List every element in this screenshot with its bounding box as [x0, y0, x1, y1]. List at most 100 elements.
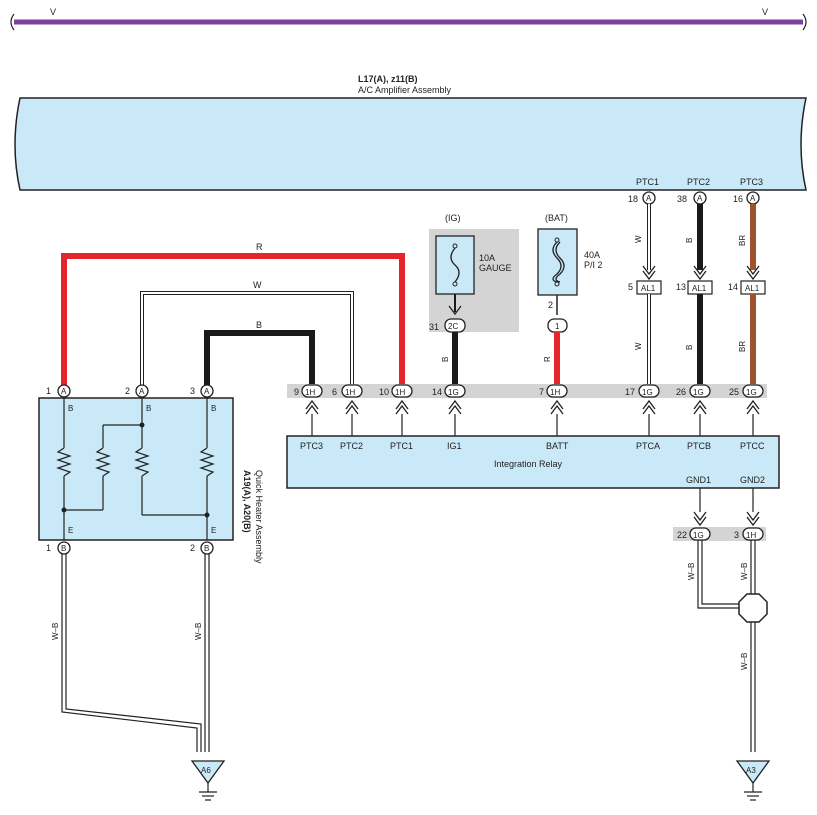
- svg-text:14: 14: [728, 282, 738, 292]
- svg-text:6: 6: [332, 387, 337, 397]
- svg-text:B: B: [211, 404, 216, 413]
- svg-text:PTC3: PTC3: [740, 177, 763, 187]
- svg-text:A: A: [204, 387, 210, 396]
- svg-text:GAUGE: GAUGE: [479, 263, 512, 273]
- svg-text:25: 25: [729, 387, 739, 397]
- integration-relay: Integration Relay: [286, 435, 780, 489]
- svg-text:10A: 10A: [479, 253, 495, 263]
- amp-wire-w-lower: W: [634, 294, 651, 386]
- svg-text:PTCC: PTCC: [740, 441, 765, 451]
- heater-pin-2b: 2 B: [190, 541, 214, 555]
- top-bar-left-label: V: [50, 7, 56, 17]
- svg-text:26: 26: [676, 387, 686, 397]
- heater-pin-1b: 1 B: [46, 541, 71, 555]
- svg-text:E: E: [68, 526, 73, 535]
- svg-text:A: A: [750, 194, 756, 203]
- svg-text:B: B: [685, 238, 694, 243]
- svg-text:31: 31: [429, 322, 439, 332]
- svg-text:1G: 1G: [448, 388, 459, 397]
- svg-text:5: 5: [628, 282, 633, 292]
- wire-ig-b: B: [441, 332, 458, 386]
- wire-bat-r: R: [543, 332, 560, 386]
- svg-text:IG1: IG1: [447, 441, 462, 451]
- relay-pin-gnd2: GND2 3 1H: [734, 475, 765, 541]
- svg-text:A3: A3: [746, 766, 756, 775]
- ground-a3: A3: [735, 760, 771, 801]
- svg-text:1G: 1G: [642, 388, 653, 397]
- svg-text:1H: 1H: [746, 531, 756, 540]
- relay-name: Integration Relay: [494, 459, 563, 469]
- heater-pin-2a: 2 A: [125, 384, 149, 398]
- svg-text:1: 1: [46, 386, 51, 396]
- svg-text:40A: 40A: [584, 250, 600, 260]
- svg-text:A: A: [139, 387, 145, 396]
- al1-connector-1: 5 AL1: [628, 265, 662, 295]
- svg-text:BATT: BATT: [546, 441, 569, 451]
- relay-pin-ptcb: 26 1G PTCB: [676, 384, 711, 451]
- svg-text:PTC1: PTC1: [390, 441, 413, 451]
- relay-pin-gnd1: GND1 22 1G: [677, 475, 711, 541]
- svg-text:2: 2: [190, 543, 195, 553]
- svg-text:BR: BR: [738, 235, 747, 246]
- svg-text:A: A: [646, 194, 652, 203]
- svg-text:A6: A6: [201, 766, 211, 775]
- svg-text:B: B: [68, 404, 73, 413]
- svg-text:PTC3: PTC3: [300, 441, 323, 451]
- svg-text:B: B: [146, 404, 151, 413]
- al1-connector-3: 14 AL1: [728, 265, 766, 295]
- svg-text:W: W: [634, 235, 643, 243]
- heater-ground-wires: [61, 554, 210, 752]
- top-power-bar: V V: [10, 7, 807, 31]
- amp-wire-br-upper: BR: [738, 204, 756, 270]
- relay-pin-ig1: 14 1G IG1: [432, 384, 466, 451]
- svg-text:10: 10: [379, 387, 389, 397]
- svg-text:14: 14: [432, 387, 442, 397]
- relay-pin-ptca: 17 1G PTCA: [625, 384, 660, 451]
- loop-wire-b: B: [204, 320, 315, 386]
- svg-text:1: 1: [555, 322, 560, 331]
- amplifier-code: L17(A), z11(B): [358, 74, 418, 84]
- svg-text:16: 16: [733, 194, 743, 204]
- svg-text:BR: BR: [738, 341, 747, 352]
- svg-text:PTCA: PTCA: [636, 441, 660, 451]
- svg-text:B: B: [204, 544, 209, 553]
- top-bar-right-label: V: [762, 7, 768, 17]
- svg-text:PTC2: PTC2: [340, 441, 363, 451]
- svg-text:PTCB: PTCB: [687, 441, 711, 451]
- ground-wire-label-1: W–B: [51, 623, 60, 640]
- al1-connector-2: 13 AL1: [676, 265, 713, 295]
- svg-text:9: 9: [294, 387, 299, 397]
- svg-text:1G: 1G: [693, 531, 704, 540]
- fuse-ig: (IG) 10A GAUGE 31 2C: [429, 213, 519, 333]
- svg-text:A: A: [697, 194, 703, 203]
- svg-text:W: W: [253, 280, 262, 290]
- heater-pin-1a: 1 A: [46, 384, 71, 398]
- ground-a6: A6: [190, 760, 226, 801]
- svg-text:1: 1: [46, 543, 51, 553]
- svg-text:1H: 1H: [305, 388, 315, 397]
- heater-assembly: A19(A), A20(B) Quick Heater Assembly B: [38, 397, 264, 564]
- svg-text:17: 17: [625, 387, 635, 397]
- svg-text:1H: 1H: [395, 388, 405, 397]
- svg-text:(BAT): (BAT): [545, 213, 568, 223]
- svg-text:PTC1: PTC1: [636, 177, 659, 187]
- svg-text:(IG): (IG): [445, 213, 461, 223]
- svg-text:2C: 2C: [448, 322, 458, 331]
- svg-text:A19(A), A20(B): A19(A), A20(B): [242, 470, 252, 533]
- svg-text:7: 7: [539, 387, 544, 397]
- svg-text:1G: 1G: [746, 388, 757, 397]
- svg-text:B: B: [685, 345, 694, 350]
- svg-text:1H: 1H: [345, 388, 355, 397]
- amplifier-assembly: L17(A), z11(B) A/C Amplifier Assembly: [14, 74, 807, 191]
- svg-text:B: B: [61, 544, 66, 553]
- splice-point: [738, 593, 768, 623]
- svg-text:A: A: [61, 387, 67, 396]
- svg-text:GND2: GND2: [740, 475, 765, 485]
- svg-text:R: R: [543, 356, 552, 362]
- relay-pin-ptc1: 10 1H PTC1: [379, 384, 413, 451]
- amplifier-name: A/C Amplifier Assembly: [358, 85, 452, 95]
- svg-text:AL1: AL1: [641, 284, 656, 293]
- fuse-bat: (BAT) 40A P/I 2 2 1: [537, 213, 603, 333]
- ground-wire-label-3: W–B: [687, 563, 696, 580]
